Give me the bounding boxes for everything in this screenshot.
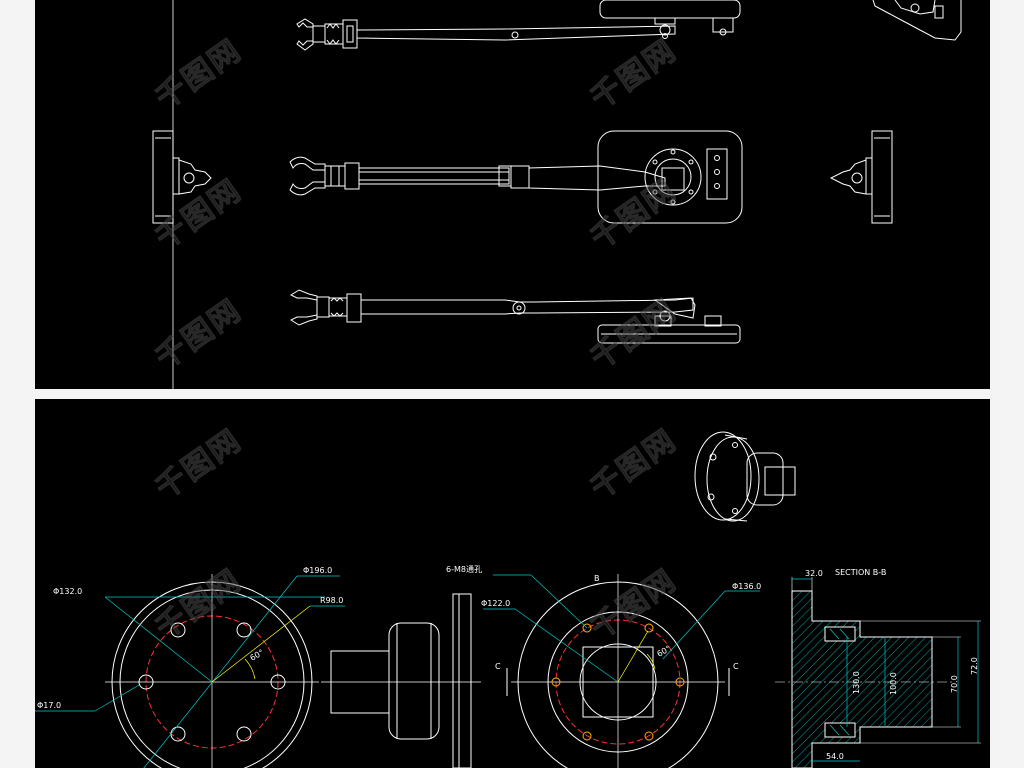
flange-drawing-svg: Φ132.0 Φ196.0 R98.0 Φ17.0 60°	[35, 431, 981, 768]
dim-d196: Φ196.0	[303, 566, 332, 575]
dim-w32: 32.0	[805, 569, 823, 578]
section-b-b-view	[775, 577, 981, 768]
dim-h130: 130.0	[852, 671, 861, 694]
dim-r98: R98.0	[320, 596, 343, 605]
corner-part-view	[872, 0, 962, 41]
base-right-view	[829, 130, 893, 224]
arm-top-view	[296, 0, 741, 51]
dim-h72: 72.0	[970, 657, 979, 675]
arm-bottom-view	[289, 289, 741, 344]
base-left-view	[152, 130, 212, 224]
dim-d122: Φ122.0	[481, 599, 510, 608]
flange-isometric-view	[694, 431, 796, 522]
dim-h100: 100.0	[889, 672, 898, 695]
dim-d136: Φ136.0	[732, 582, 761, 591]
section-label-c-left: C	[495, 662, 501, 671]
drawing-sheet-flange: Φ132.0 Φ196.0 R98.0 Φ17.0 60°	[35, 399, 990, 768]
dim-angle-rear: 60°	[656, 644, 673, 659]
arm-drawing-svg	[152, 0, 962, 389]
section-label-b: B	[594, 574, 600, 583]
section-title: SECTION B-B	[835, 568, 886, 577]
section-label-c-right: C	[733, 662, 739, 671]
arm-plan-view	[289, 130, 743, 224]
flange-rear-view	[483, 574, 760, 768]
dim-d132: Φ132.0	[53, 587, 82, 596]
dim-w54: 54.0	[826, 752, 844, 761]
dim-h70: 70.0	[950, 675, 959, 693]
dim-d17: Φ17.0	[37, 701, 61, 710]
dim-angle-front: 60°	[249, 648, 266, 663]
flange-front-view	[35, 574, 345, 768]
flange-side-view	[321, 593, 481, 768]
drawing-sheet-arm	[35, 0, 990, 389]
dim-holes: 6-M8通孔	[446, 564, 482, 574]
